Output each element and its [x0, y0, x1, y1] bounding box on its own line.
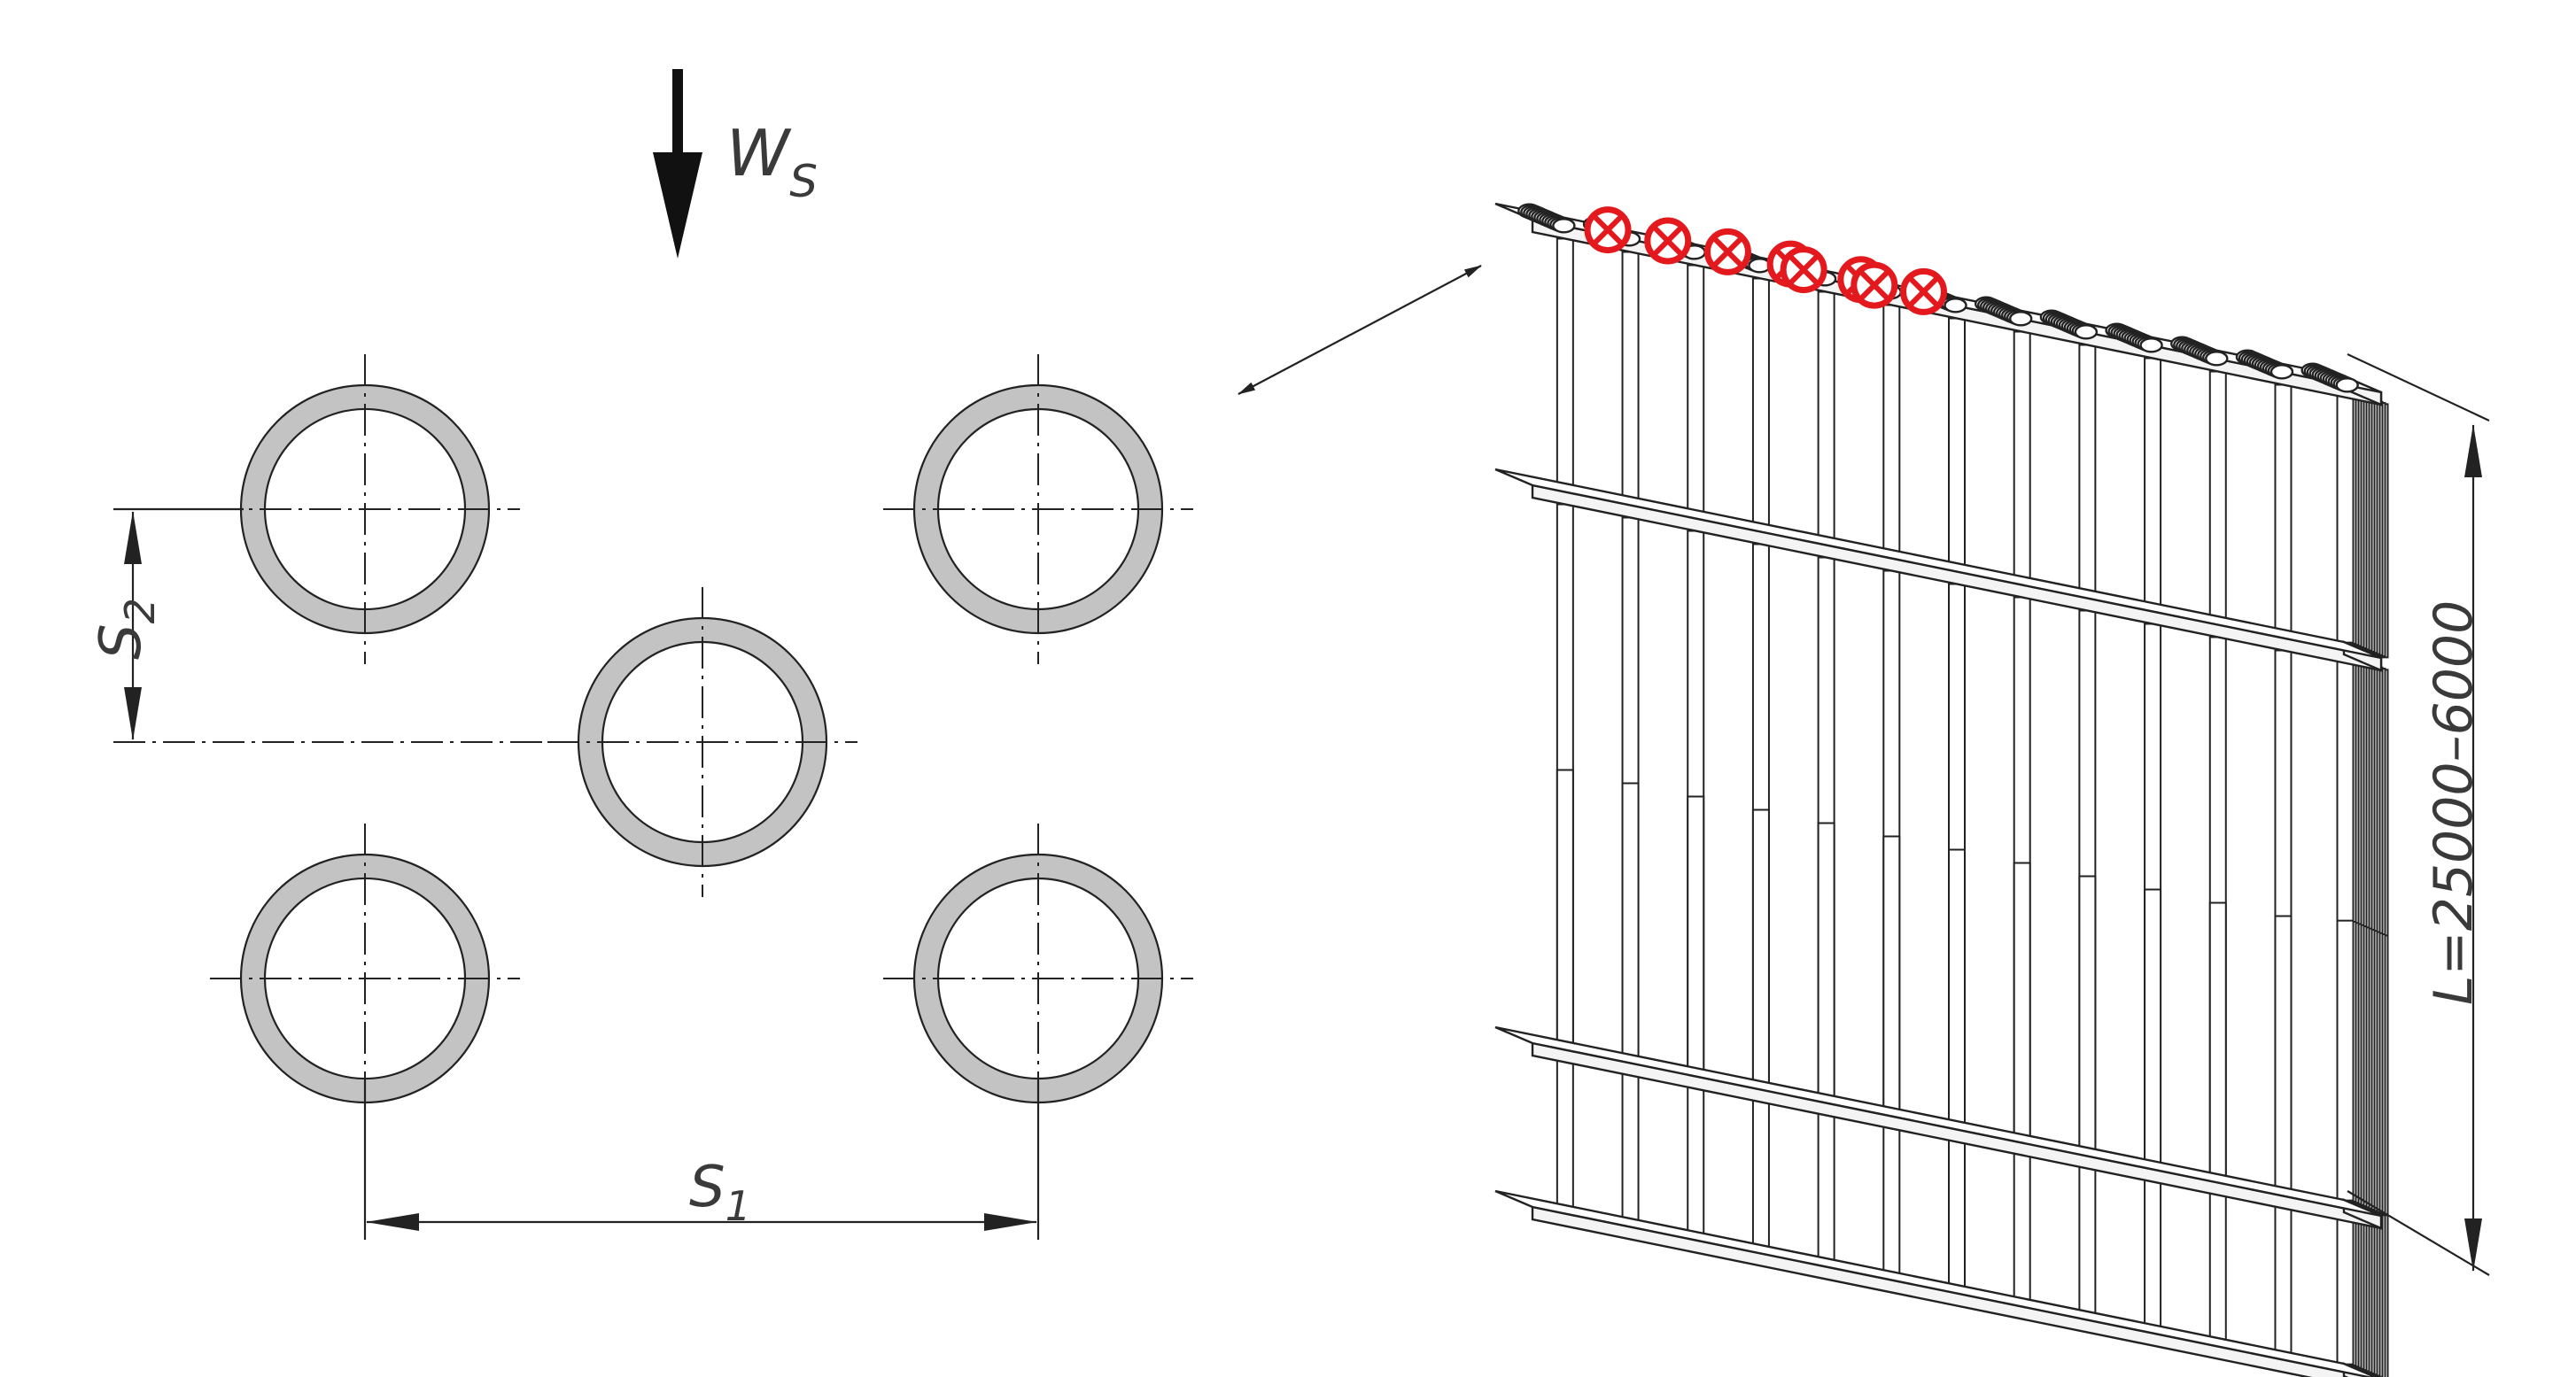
plate-top-face [1494, 468, 2382, 660]
tube-rod [2013, 862, 2031, 1144]
length-dimension [2347, 353, 2490, 1276]
tube-rod [2078, 875, 2097, 1157]
tube-cross-section [883, 354, 1193, 664]
pitch-s1-label: S1 [689, 1155, 751, 1230]
tube-rod [1556, 769, 1574, 1051]
tube-cross-section [547, 587, 857, 897]
tube-hole [1552, 218, 1576, 234]
tube-rod [2144, 888, 2162, 1171]
tube-rod [1687, 264, 1705, 520]
tube-rod [2144, 357, 2162, 613]
tube-rods-middle [1556, 769, 2389, 1217]
tube-hole [1944, 298, 1967, 313]
tube-rod [1621, 251, 1640, 507]
bottom-tube-sheet [1494, 1189, 2378, 1377]
tube-rod [2274, 383, 2293, 639]
tube-rod [1882, 304, 1901, 560]
plugged-tube-marker [1584, 206, 1632, 254]
tube-hole [2074, 324, 2099, 340]
tube-rod [2208, 370, 2227, 626]
tube-rod [1948, 848, 1966, 1131]
tube-rod [1751, 808, 1770, 1091]
tube-cross-section [210, 354, 520, 664]
plate-top-face [1494, 1025, 2382, 1218]
pitch-s2-dimension [113, 507, 576, 743]
tube-rod [2336, 919, 2355, 1202]
plugged-tube-marker [1780, 246, 1827, 294]
plug-cross [1593, 215, 1623, 244]
tube-rod [1817, 290, 1835, 546]
plugged-tube-marker [1851, 261, 1898, 309]
tube-rod [2013, 330, 2031, 586]
plug-cross [1859, 271, 1889, 300]
plug-cross [1653, 226, 1682, 256]
pitch-s1-dimension [363, 1080, 1040, 1240]
tube-rod [1621, 782, 1640, 1064]
tube-rod [1948, 317, 1966, 573]
tube-hole [2139, 337, 2163, 353]
tube-hole [2008, 311, 2033, 327]
upper-baffle-plate [1494, 468, 2383, 672]
pitch-s2-label: S2 [89, 598, 164, 660]
tube-rod [2078, 344, 2097, 600]
tube-rod [1751, 277, 1770, 533]
flow-direction-arrow [653, 69, 702, 259]
cross-section: WS S2 S1 [89, 69, 1193, 1240]
plug-cross [1713, 237, 1742, 267]
tube-rod [2336, 388, 2355, 644]
tube-cross-sections [210, 354, 1193, 1133]
length-dimension-label: L=25000–6000 [2423, 600, 2485, 1005]
middle-baffle-plate [1494, 1025, 2383, 1230]
flow-velocity-label: WS [726, 116, 818, 207]
plug-cross [1788, 255, 1819, 284]
tube-bundle-isometric [1494, 202, 2389, 1377]
plugged-tube-marker [1644, 217, 1692, 265]
plugged-tube-markers [1584, 206, 1947, 315]
tube-rod [1687, 795, 1705, 1078]
tube-rod [2208, 901, 2227, 1184]
tube-hole [2205, 351, 2229, 367]
tube-rod [1556, 237, 1574, 493]
tube-rod [1817, 822, 1835, 1104]
tube-hole [2335, 377, 2359, 393]
plug-cross [1909, 277, 1938, 306]
plate-top-face [1494, 1189, 2378, 1377]
tube-rod [1882, 835, 1901, 1118]
plugged-tube-marker [1900, 267, 1947, 315]
tube-hole [2270, 364, 2294, 380]
view-reference-arrow [1238, 265, 1482, 395]
top-tube-sheet [1494, 202, 2383, 406]
tube-rod [2274, 915, 2293, 1197]
plugged-tube-marker [1703, 228, 1751, 275]
